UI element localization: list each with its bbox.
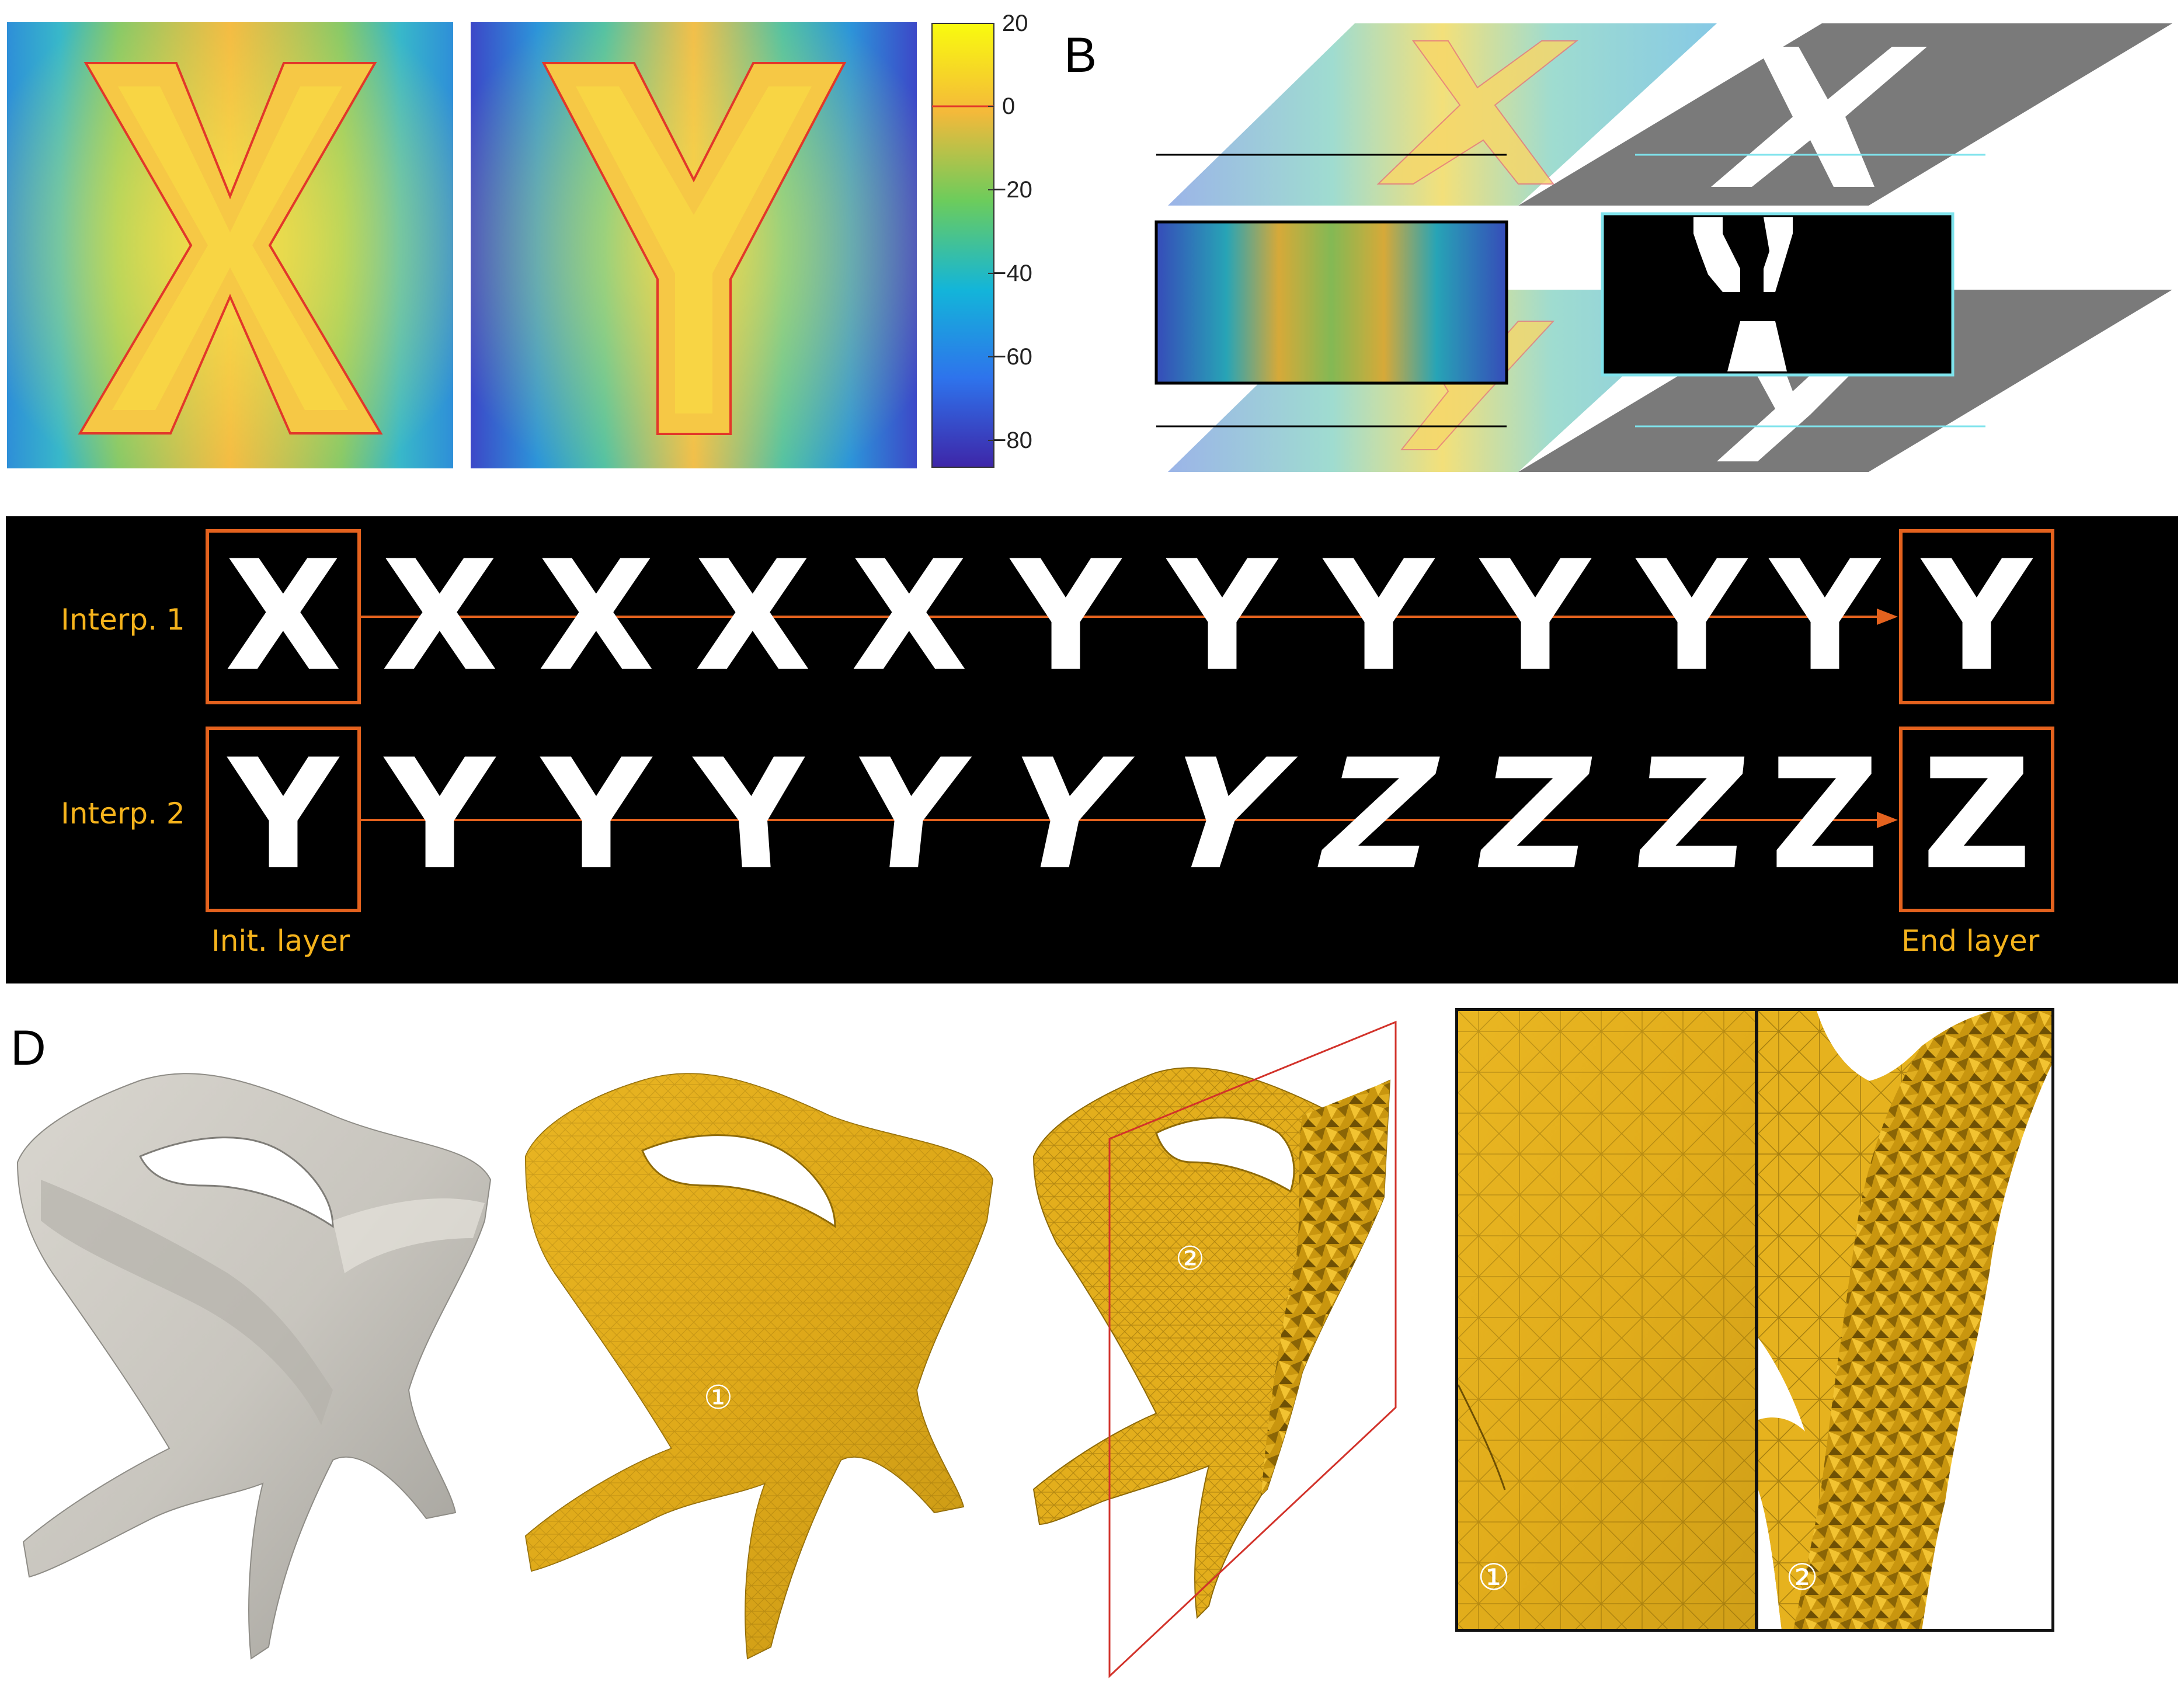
init-layer-box-1: [206, 529, 361, 704]
row2-layer-3: Y: [691, 727, 814, 903]
cutting-plane: [1108, 1020, 1397, 1678]
panel-label-d: D: [11, 1020, 46, 1075]
row1-layer-4: X: [850, 529, 968, 705]
inset-marker-1: ①: [1477, 1556, 1510, 1598]
row1-layer-7: Y: [1323, 529, 1434, 705]
zoom-inset-frame: [1455, 1008, 2054, 1632]
interpolation-panel: [6, 516, 2178, 983]
row1-layer-3: X: [694, 529, 812, 705]
row1-layer-6: Y: [1167, 529, 1278, 705]
init-layer-label: Init. layer: [211, 924, 350, 958]
row2-layer-9: Z: [1627, 727, 1757, 903]
panel-label-b: B: [1064, 27, 1097, 82]
row2-layer-1: Y: [384, 727, 495, 903]
end-layer-box-2: [1899, 727, 2054, 912]
inset-marker-2: ②: [1786, 1556, 1818, 1598]
interpolation-arrows: [361, 609, 1898, 828]
colorbar-tick-neg40: −40: [993, 260, 1032, 286]
row2-layer-end: Z: [1921, 727, 2032, 903]
binary-cross-section: [1601, 212, 1955, 377]
interp-2-label: Interp. 2: [61, 797, 185, 830]
cut-marker-2: ②: [1175, 1240, 1205, 1278]
init-layer-box-2: [206, 727, 361, 912]
row1-layer-2: X: [537, 529, 655, 705]
interp-1-label: Interp. 1: [61, 603, 185, 637]
field-cross-section: [1154, 220, 1508, 385]
row2-layer-4: Y: [844, 727, 974, 903]
colorbar-tick-neg60: −60: [993, 344, 1032, 370]
zoom-inset-cross-section: [1758, 1011, 2051, 1629]
field-plane-top: [1168, 23, 1717, 206]
row1-layer-end: Y: [1921, 529, 2032, 705]
colorbar-tick-neg80: −80: [993, 428, 1032, 453]
surface-model-gray: [16, 1073, 492, 1660]
row2-layer-8: Z: [1465, 727, 1606, 903]
row1-layer-9: Y: [1636, 529, 1747, 705]
layered-field-illustration: [1154, 23, 2172, 472]
colorbar-tick-neg20: −20: [993, 177, 1032, 203]
end-layer-box-1: [1899, 529, 2054, 704]
colorbar-tick-20: 20: [1002, 11, 1028, 36]
colorbar-tick-0: 0: [1002, 93, 1016, 119]
mesh-marker-1: ①: [703, 1379, 733, 1417]
row1-layer-8: Y: [1480, 529, 1591, 705]
row2-layer-10: Z: [1769, 727, 1880, 903]
row1-layer-1: X: [381, 529, 499, 705]
zoom-divider: [1755, 1011, 1758, 1629]
row1-layer-0: X: [224, 529, 342, 705]
panel-label-c: C: [11, 523, 46, 578]
zoom-inset-surface: [1458, 1011, 1756, 1629]
distance-field-x: [7, 22, 453, 468]
row2-layer-2: Y: [541, 727, 652, 903]
cut-meshed-model: [1032, 1020, 1397, 1678]
distance-field-y: [471, 22, 917, 468]
row2-layer-0: Y: [228, 727, 339, 903]
row1-layer-5: Y: [1010, 529, 1121, 705]
meshed-model: [524, 1073, 994, 1660]
row1-layer-10: Y: [1769, 529, 1880, 705]
end-layer-label: End layer: [1901, 924, 2040, 958]
colorbar: [931, 23, 994, 468]
